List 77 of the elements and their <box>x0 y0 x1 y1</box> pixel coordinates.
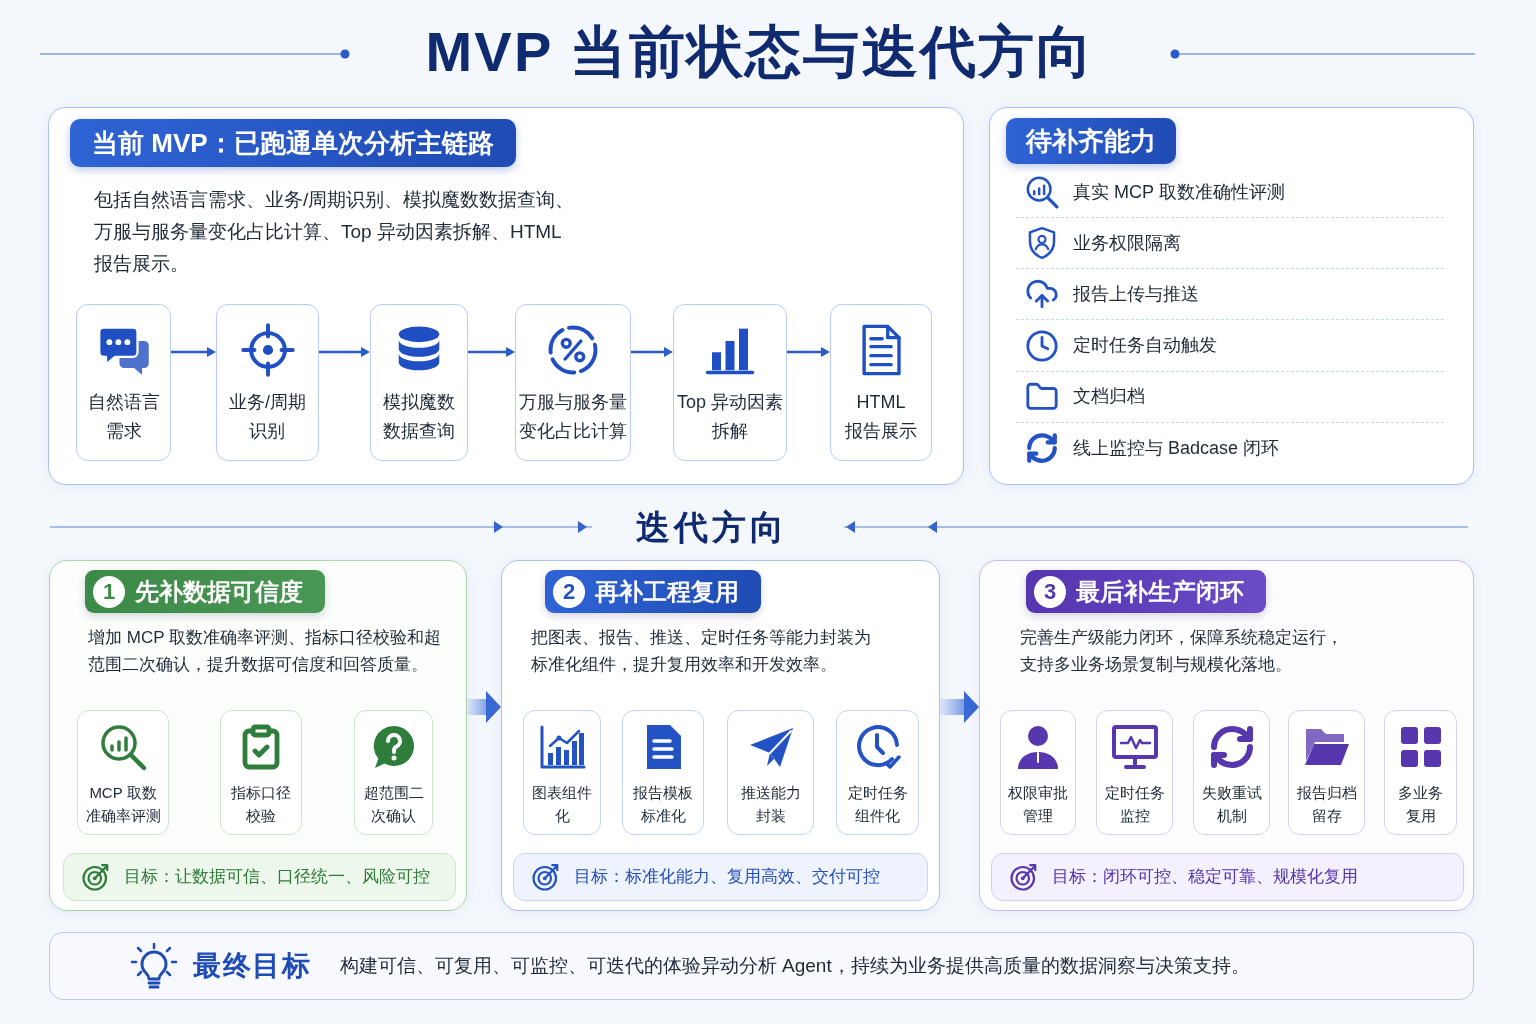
feature-label: 报告归档留存 <box>1296 783 1357 826</box>
description-text: 完善生产级能力闭环，保障系统稳定运行，支持多业务场景复制与规模化落地。 <box>1020 627 1344 676</box>
stage-title: 先补数据可信度 <box>135 576 303 607</box>
capability-item: 报告上传与推送 <box>1073 282 1199 306</box>
step-number: 1 <box>93 575 125 608</box>
feature-label: 定时任务组件化 <box>847 783 908 826</box>
feature-card <box>622 710 704 835</box>
capability-item: 定时任务自动触发 <box>1073 334 1217 358</box>
goal-bar <box>63 853 456 901</box>
section-heading: 当前 MVP：已跑通单次分析主链路 <box>70 119 516 167</box>
feature-label: 图表组件化 <box>532 783 592 826</box>
goal-text: 目标：让数据可信、口径统一、风险可控 <box>124 866 430 889</box>
final-goal-text: 构建可信、可复用、可监控、可迭代的体验异动分析 Agent，持续为业务提供高质量的数据洞察与决策支持。 <box>339 953 1250 978</box>
feature-card <box>1384 710 1457 835</box>
feature-label: 指标口径校验 <box>231 783 291 826</box>
stage-panel <box>979 560 1474 911</box>
capability-item: 业务权限隔离 <box>1073 231 1181 255</box>
feature-label: 多业务复用 <box>1398 783 1443 826</box>
feature-card <box>523 710 601 835</box>
step-card <box>673 304 787 461</box>
feature-card <box>77 710 169 835</box>
capability-item: 文档归档 <box>1073 385 1145 409</box>
step-label: 模拟魔数数据查询 <box>383 391 455 443</box>
stage-title: 再补工程复用 <box>595 576 739 607</box>
feature-card <box>1096 710 1173 835</box>
step-card <box>830 304 932 461</box>
arrow <box>787 347 830 357</box>
block-arrow <box>940 691 979 723</box>
arrow <box>171 347 216 357</box>
stage-title: 最后补生产闭环 <box>1076 576 1244 607</box>
step-card <box>515 304 631 461</box>
final-goal-heading: 最终目标 <box>193 949 312 983</box>
capability-item: 真实 MCP 取数准确性评测 <box>1073 180 1285 204</box>
goal-bar <box>991 853 1464 901</box>
goal-bar <box>513 853 928 901</box>
section-heading: 待补齐能力 <box>1006 118 1176 164</box>
block-arrow <box>467 691 501 723</box>
goal-text: 目标：标准化能力、复用高效、交付可控 <box>574 866 880 889</box>
stage-panel <box>501 560 940 911</box>
page-title: MVP 当前状态与迭代方向 <box>425 19 1095 85</box>
stage-panel <box>49 560 467 911</box>
step-card <box>216 304 319 461</box>
capability-item: 线上监控与 Badcase 闭环 <box>1073 436 1280 460</box>
feature-card <box>836 710 919 835</box>
step-number: 3 <box>1034 575 1066 608</box>
feature-card <box>1288 710 1365 835</box>
feature-label: MCP 取数准确率评测 <box>85 783 161 826</box>
feature-card <box>354 710 433 835</box>
step-label: 万服与服务量变化占比计算 <box>519 391 627 443</box>
feature-label: 权限审批管理 <box>1008 783 1068 826</box>
feature-card <box>727 710 814 835</box>
feature-card <box>1000 710 1076 835</box>
final-goal-bar <box>49 932 1474 1000</box>
arrow <box>319 347 370 357</box>
arrow <box>631 347 673 357</box>
feature-label: 定时任务监控 <box>1104 783 1165 826</box>
step-card <box>370 304 468 461</box>
step-number: 2 <box>553 575 585 608</box>
step-label: Top 异动因素拆解 <box>675 391 784 443</box>
feature-card <box>220 710 302 835</box>
goal-text: 目标：闭环可控、稳定可靠、规模化复用 <box>1052 866 1358 889</box>
description-text: 把图表、报告、推送、定时任务等能力封装为标准化组件，提升复用效率和开发效率。 <box>531 627 872 676</box>
feature-label: 超范围二次确认 <box>363 783 424 826</box>
step-label: HTML 报告展示 <box>844 391 918 443</box>
arrow <box>468 347 515 357</box>
summary-panel <box>48 107 964 485</box>
step-label: 自然语言需求 <box>87 391 160 443</box>
step-label: 业务/周期识别 <box>228 391 307 443</box>
description-text: 包括自然语言需求、业务/周期识别、模拟魔数数据查询、万服与服务量变化占比计算、Top 异动因素拆解、HTML 报告展示。 <box>94 188 576 276</box>
feature-label: 推送能力封装 <box>740 783 801 826</box>
feature-card <box>1193 710 1270 835</box>
feature-label: 报告模板标准化 <box>633 783 693 826</box>
feature-label: 失败重试机制 <box>1201 783 1262 826</box>
capability-panel <box>989 107 1474 485</box>
step-card <box>76 304 171 461</box>
section-title: 迭代方向 <box>635 507 789 548</box>
description-text: 增加 MCP 取数准确率评测、指标口径校验和超范围二次确认，提升数据可信度和回答质量。 <box>88 627 442 676</box>
